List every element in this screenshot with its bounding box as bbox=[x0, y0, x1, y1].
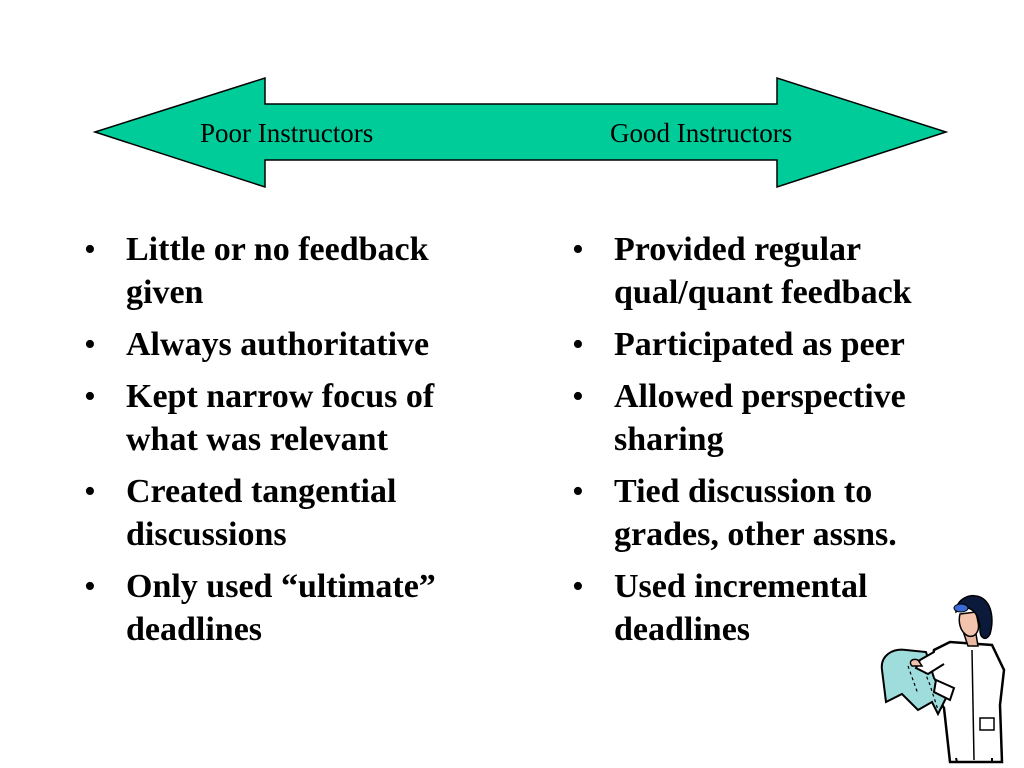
good-instructors-label: Good Instructors bbox=[610, 118, 793, 148]
list-item: •Tied discussion to grades, other assns. bbox=[572, 470, 982, 556]
bullet-icon: • bbox=[572, 378, 584, 415]
list-item: •Only used “ultimate” deadlines bbox=[84, 565, 514, 651]
list-item: •Provided regular qual/quant feedback bbox=[572, 228, 982, 314]
bullet-icon: • bbox=[84, 326, 96, 363]
poor-instructors-list: •Little or no feedback given •Always aut… bbox=[84, 228, 514, 660]
bullet-icon: • bbox=[84, 568, 96, 605]
list-item: •Little or no feedback given bbox=[84, 228, 514, 314]
bullet-icon: • bbox=[84, 473, 96, 510]
arrow-shape bbox=[92, 76, 949, 189]
bullet-icon: • bbox=[572, 326, 584, 363]
list-item: •Created tangential discussions bbox=[84, 470, 514, 556]
bullet-icon: • bbox=[572, 473, 584, 510]
list-item: •Kept narrow focus of what was relevant bbox=[84, 375, 514, 461]
list-item: •Participated as peer bbox=[572, 323, 982, 366]
bullet-icon: • bbox=[84, 231, 96, 268]
poor-instructors-label: Poor Instructors bbox=[200, 118, 374, 148]
list-item: •Used incremental deadlines bbox=[572, 565, 982, 651]
list-item: •Always authoritative bbox=[84, 323, 514, 366]
good-instructors-list: •Provided regular qual/quant feedback •P… bbox=[572, 228, 982, 660]
bullet-icon: • bbox=[572, 568, 584, 605]
scientist-reading-printout-icon bbox=[880, 594, 1006, 764]
double-headed-arrow bbox=[92, 76, 949, 189]
bullet-icon: • bbox=[572, 231, 584, 268]
list-item: •Allowed perspective sharing bbox=[572, 375, 982, 461]
bullet-icon: • bbox=[84, 378, 96, 415]
